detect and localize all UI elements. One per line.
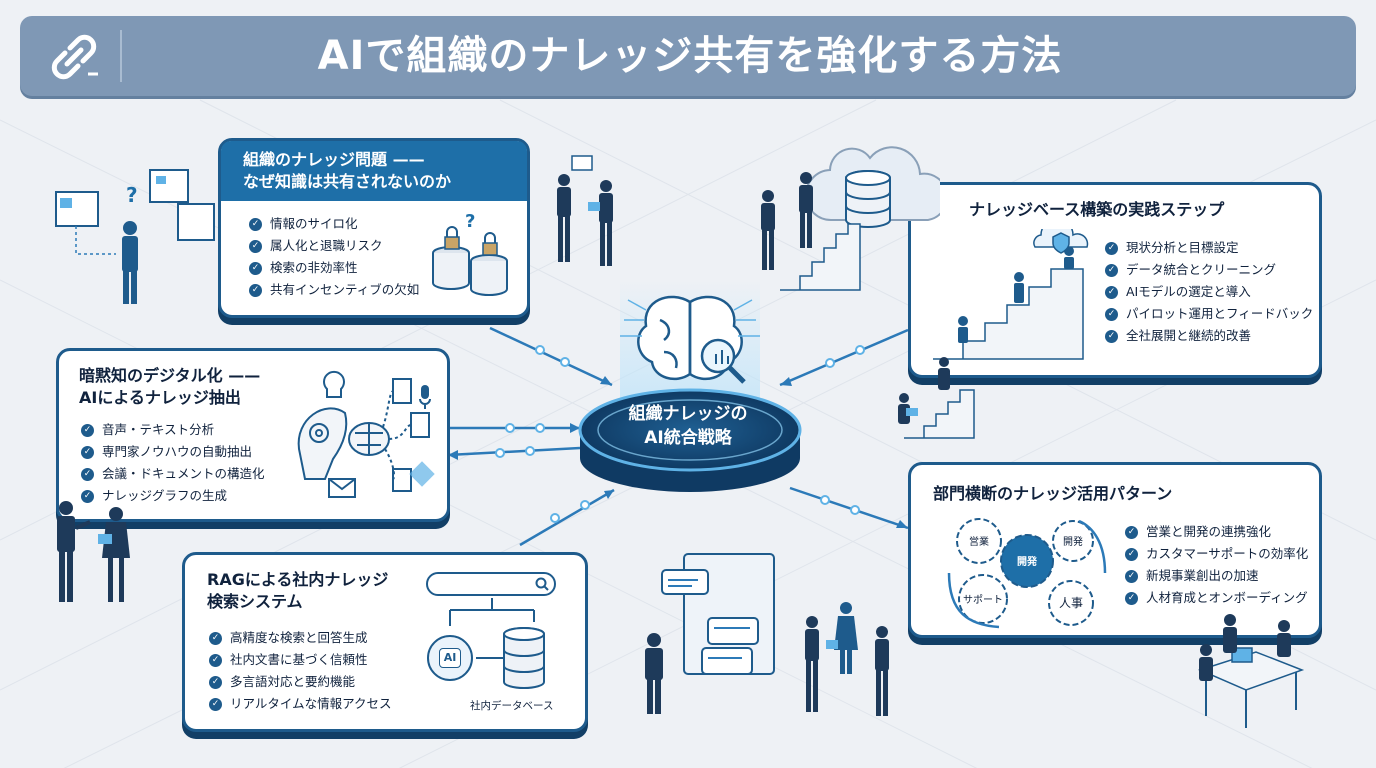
list-item: ✓パイロット運用とフィードバック bbox=[1105, 303, 1313, 325]
list-item: ✓全社展開と継続的改善 bbox=[1105, 325, 1313, 347]
list-item: ✓検索の非効率性 bbox=[249, 257, 419, 279]
check-icon: ✓ bbox=[209, 653, 222, 667]
card-title-line2: なぜ知識は共有されないのか bbox=[243, 172, 452, 191]
check-icon: ✓ bbox=[209, 697, 222, 711]
check-icon: ✓ bbox=[81, 467, 94, 481]
hub-label-line1: 組織ナレッジの bbox=[628, 404, 748, 424]
gear-label-sales: 営業 bbox=[969, 535, 989, 548]
chat-window-illustration bbox=[645, 553, 775, 714]
list-item: ✓データ統合とクリーニング bbox=[1105, 259, 1313, 281]
check-icon: ✓ bbox=[1125, 569, 1138, 583]
card-header-band bbox=[221, 141, 527, 201]
list-item: ✓カスタマーサポートの効率化 bbox=[1125, 543, 1308, 565]
card-title-line1: 暗黙知のデジタル化 —— bbox=[79, 366, 261, 385]
check-icon: ✓ bbox=[249, 283, 262, 297]
brain-extraction-icon bbox=[297, 370, 435, 498]
people-at-boards-illustration: ? bbox=[55, 169, 215, 304]
header-divider bbox=[120, 30, 122, 82]
check-icon: ✓ bbox=[1105, 241, 1118, 255]
card-title-line1: 組織のナレッジ問題 —— bbox=[243, 150, 425, 169]
two-people-tablet-illustration bbox=[557, 155, 613, 266]
list-item: ✓多言語対応と要約機能 bbox=[209, 671, 392, 693]
svg-text:?: ? bbox=[465, 213, 475, 232]
brain-search-icon bbox=[637, 295, 746, 384]
card-tacit-knowledge: 暗黙知のデジタル化 —— AIによるナレッジ抽出 ✓音声・テキスト分析 ✓専門家… bbox=[56, 348, 450, 522]
card-cross-department: 部門横断のナレッジ活用パターン ✓営業と開発の連携強化 ✓カスタマーサポートの効… bbox=[908, 462, 1322, 638]
card-title-line2: 検索システム bbox=[207, 592, 303, 611]
list-item: ✓人材育成とオンボーディング bbox=[1125, 587, 1308, 609]
database-label: 社内データベース bbox=[470, 700, 554, 712]
stair-steps-illustration bbox=[933, 229, 1089, 360]
gear-label-center: 開発 bbox=[1017, 555, 1038, 568]
list-item: ✓AIモデルの選定と導入 bbox=[1105, 281, 1313, 303]
search-icon bbox=[535, 577, 549, 591]
check-icon: ✓ bbox=[1105, 263, 1118, 277]
list-item: ✓音声・テキスト分析 bbox=[81, 419, 265, 441]
list-item: ✓属人化と退職リスク bbox=[249, 235, 419, 257]
bullet-list: ✓現状分析と目標設定 ✓データ統合とクリーニング ✓AIモデルの選定と導入 ✓パ… bbox=[1105, 237, 1313, 347]
list-item: ✓ナレッジグラフの生成 bbox=[81, 485, 265, 507]
card-title: ナレッジベース構築の実践ステップ bbox=[969, 200, 1225, 219]
gear-label-support: サポート bbox=[963, 594, 1003, 606]
silo-lock-icon: ? bbox=[432, 213, 508, 296]
list-item: ✓会議・ドキュメントの構造化 bbox=[81, 463, 265, 485]
bullet-list: ✓情報のサイロ化 ✓属人化と退職リスク ✓検索の非効率性 ✓共有インセンティブの… bbox=[249, 213, 419, 301]
title-bar: AIで組織のナレッジ共有を強化する方法 bbox=[20, 16, 1356, 96]
office-desk-illustration bbox=[1197, 614, 1305, 728]
bullet-list: ✓音声・テキスト分析 ✓専門家ノウハウの自動抽出 ✓会議・ドキュメントの構造化 … bbox=[81, 419, 265, 507]
stairs-people-illustration bbox=[898, 357, 975, 439]
check-icon: ✓ bbox=[81, 423, 94, 437]
list-item: ✓新規事業創出の加速 bbox=[1125, 565, 1308, 587]
team-discussion-illustration bbox=[805, 602, 889, 716]
link-icon bbox=[51, 34, 98, 80]
check-icon: ✓ bbox=[1125, 591, 1138, 605]
bullet-list: ✓営業と開発の連携強化 ✓カスタマーサポートの効率化 ✓新規事業創出の加速 ✓人… bbox=[1125, 521, 1308, 609]
hub-label-line2: AI統合戦略 bbox=[644, 428, 732, 448]
check-icon: ✓ bbox=[1125, 525, 1138, 539]
list-item: ✓社内文書に基づく信頼性 bbox=[209, 649, 392, 671]
card-knowledgebase-steps: ナレッジベース構築の実践ステップ ✓現状分析と目標設定 ✓データ統合とクリーニン… bbox=[908, 182, 1322, 378]
check-icon: ✓ bbox=[1105, 329, 1118, 343]
ai-chip-label: AI bbox=[439, 648, 461, 668]
list-item: ✓リアルタイムな情報アクセス bbox=[209, 693, 392, 715]
card-title-line1: RAGによる社内ナレッジ bbox=[207, 570, 389, 589]
check-icon: ✓ bbox=[81, 445, 94, 459]
check-icon: ✓ bbox=[1105, 285, 1118, 299]
hub-label: 組織ナレッジの AI統合戦略 bbox=[600, 402, 776, 450]
list-item: ✓営業と開発の連携強化 bbox=[1125, 521, 1308, 543]
list-item: ✓現状分析と目標設定 bbox=[1105, 237, 1313, 259]
card-knowledge-problem: 組織のナレッジ問題 —— なぜ知識は共有されないのか ✓情報のサイロ化 ✓属人化… bbox=[218, 138, 530, 318]
check-icon: ✓ bbox=[249, 217, 262, 231]
check-icon: ✓ bbox=[81, 489, 94, 503]
list-item: ✓高精度な検索と回答生成 bbox=[209, 627, 392, 649]
page-title: AIで組織のナレッジ共有を強化する方法 bbox=[317, 33, 1063, 79]
list-item: ✓共有インセンティブの欠如 bbox=[249, 279, 419, 301]
cloud-database-stairs-illustration bbox=[761, 146, 940, 291]
presenters-illustration bbox=[57, 501, 130, 602]
card-title: 部門横断のナレッジ活用パターン bbox=[933, 484, 1173, 503]
check-icon: ✓ bbox=[1105, 307, 1118, 321]
central-hub bbox=[578, 280, 802, 492]
gear-label-hr: 人事 bbox=[1059, 596, 1083, 610]
search-bar bbox=[426, 572, 556, 596]
check-icon: ✓ bbox=[209, 631, 222, 645]
gear-network-illustration: 営業 開発 開発 サポート 人事 bbox=[947, 518, 1107, 629]
list-item: ✓専門家ノウハウの自動抽出 bbox=[81, 441, 265, 463]
card-title-line2: AIによるナレッジ抽出 bbox=[79, 388, 241, 407]
list-item: ✓情報のサイロ化 bbox=[249, 213, 419, 235]
check-icon: ✓ bbox=[209, 675, 222, 689]
svg-text:?: ? bbox=[126, 183, 138, 207]
check-icon: ✓ bbox=[249, 261, 262, 275]
gear-label-dev: 開発 bbox=[1063, 535, 1083, 548]
check-icon: ✓ bbox=[1125, 547, 1138, 561]
check-icon: ✓ bbox=[249, 239, 262, 253]
bullet-list: ✓高精度な検索と回答生成 ✓社内文書に基づく信頼性 ✓多言語対応と要約機能 ✓リ… bbox=[209, 627, 392, 715]
